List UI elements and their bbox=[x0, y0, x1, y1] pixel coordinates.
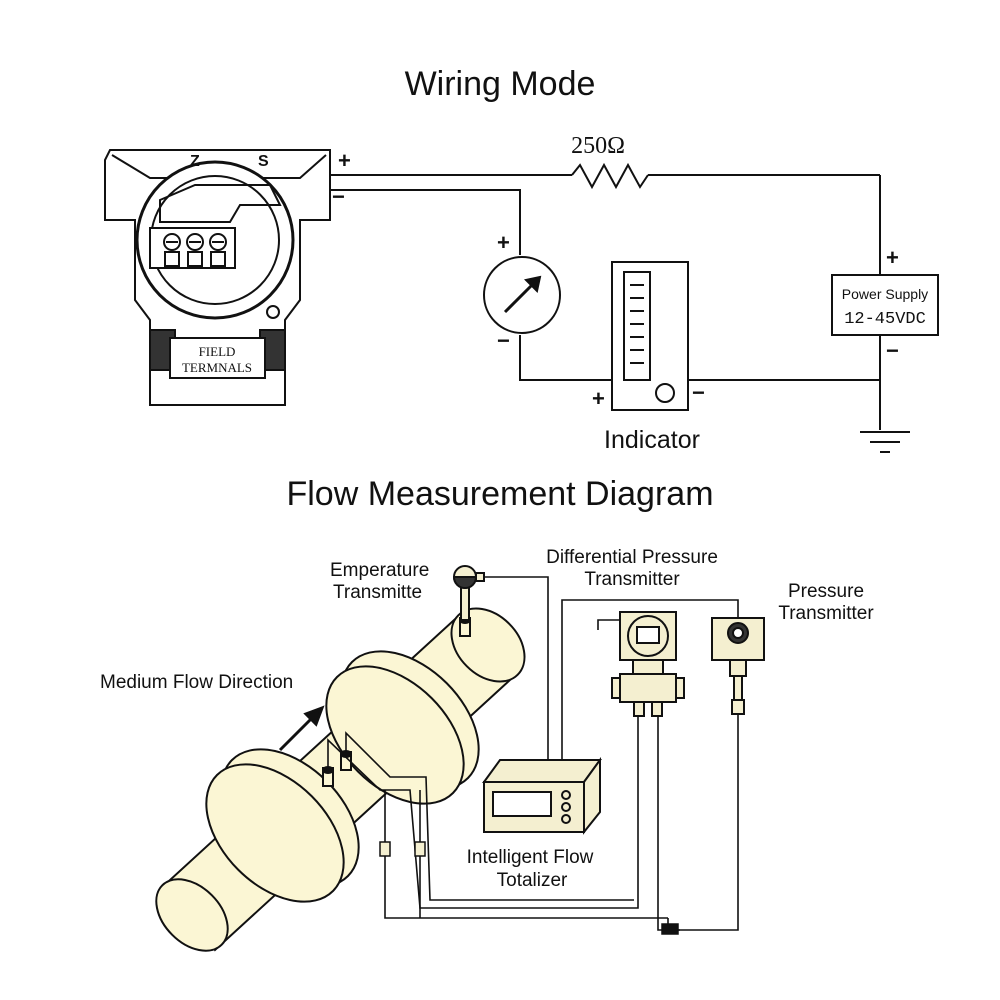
flow-totalizer bbox=[482, 756, 602, 835]
indicator-minus: − bbox=[692, 380, 705, 405]
totalizer-label-line1: Intelligent Flow bbox=[467, 847, 594, 868]
indicator-plus: + bbox=[592, 386, 605, 411]
ammeter bbox=[483, 256, 561, 334]
power-supply-minus: − bbox=[886, 338, 899, 363]
terminal-z-label: Z bbox=[190, 153, 200, 170]
transmitter-plus: + bbox=[338, 148, 351, 173]
ammeter-plus: + bbox=[497, 230, 510, 255]
field-label-line2: TERMNALS bbox=[182, 360, 252, 375]
field-transmitter bbox=[104, 149, 331, 406]
temperature-transmitter bbox=[452, 565, 485, 621]
temperature-label-line1: Emperature bbox=[330, 560, 429, 581]
pressure-label-line1: Pressure bbox=[788, 581, 864, 602]
transmitter-minus: − bbox=[332, 184, 345, 209]
dp-label-line1: Differential Pressure bbox=[546, 547, 718, 568]
indicator-label: Indicator bbox=[604, 426, 700, 454]
resistor-label: 250Ω bbox=[571, 133, 625, 159]
temperature-label-line2: Transmitte bbox=[333, 582, 422, 603]
totalizer-label-line2: Totalizer bbox=[497, 870, 568, 891]
pressure-label-line2: Transmitter bbox=[778, 603, 874, 624]
pipe bbox=[155, 607, 526, 952]
power-supply bbox=[831, 274, 939, 336]
wiring-lines bbox=[330, 162, 910, 453]
flow-title: Flow Measurement Diagram bbox=[286, 475, 713, 513]
wiring-title: Wiring Mode bbox=[405, 65, 596, 103]
dp-label-line2: Transmitter bbox=[584, 569, 680, 590]
impulse-lines bbox=[327, 576, 739, 931]
pressure-transmitter bbox=[711, 617, 765, 715]
terminal-s-label: S bbox=[258, 153, 269, 170]
differential-pressure-transmitter bbox=[611, 611, 685, 717]
indicator-device bbox=[611, 261, 689, 411]
flow-direction-label: Medium Flow Direction bbox=[100, 672, 293, 693]
flow-arrow bbox=[278, 705, 325, 752]
power-supply-label: Power Supply bbox=[842, 286, 928, 302]
valves bbox=[379, 841, 679, 935]
power-supply-voltage: 12-45VDC bbox=[844, 310, 926, 329]
field-label-line1: FIELD bbox=[199, 344, 236, 359]
power-supply-plus: + bbox=[886, 245, 899, 270]
ammeter-minus: − bbox=[497, 328, 510, 353]
